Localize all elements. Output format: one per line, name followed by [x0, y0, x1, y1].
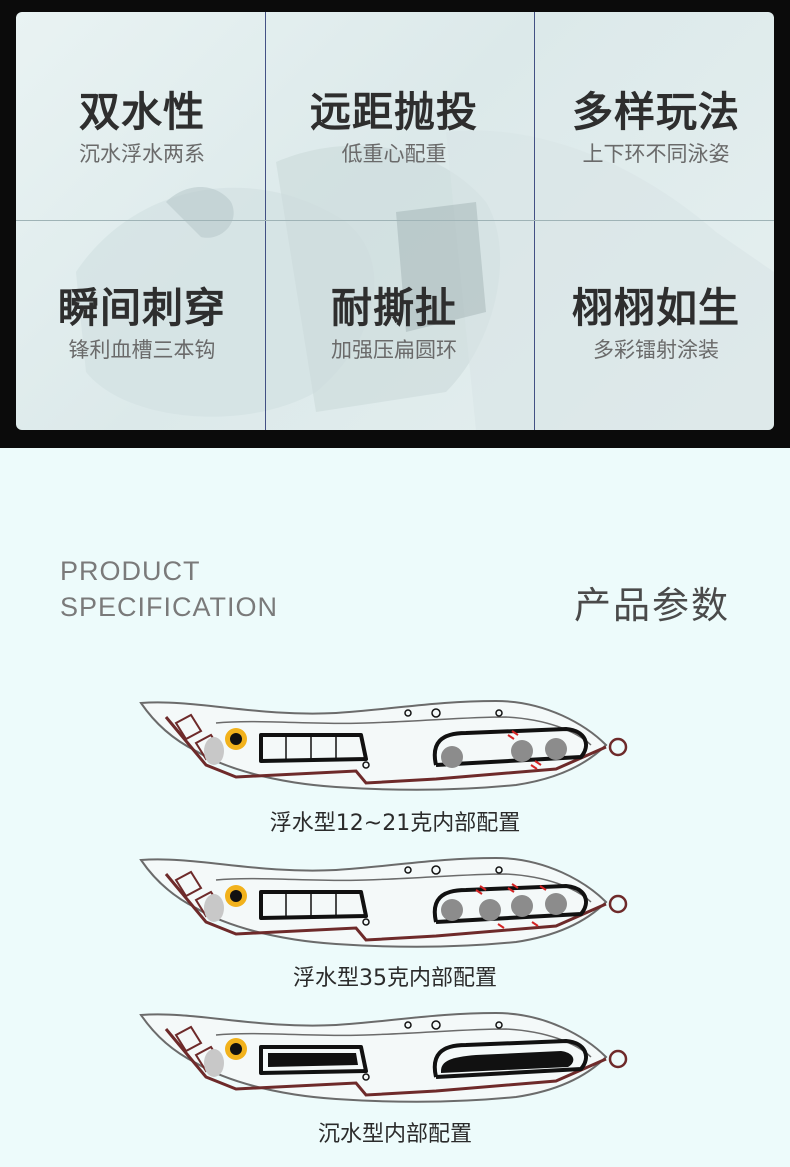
feature-cell: 耐撕扯 加强压扁圆环	[268, 284, 520, 364]
feature-title: 双水性	[79, 88, 205, 136]
grid-divider	[265, 12, 266, 430]
feature-cell: 多样玩法 上下环不同泳姿	[530, 88, 774, 168]
feature-card: 双水性 沉水浮水两系 远距抛投 低重心配重 多样玩法 上下环不同泳姿 瞬间刺穿 …	[16, 12, 774, 430]
feature-title: 耐撕扯	[331, 284, 457, 332]
feature-cell: 栩栩如生 多彩镭射涂装	[530, 284, 774, 364]
feature-cell: 瞬间刺穿 锋利血槽三本钩	[16, 284, 268, 364]
lure-caption: 沉水型内部配置	[317, 1122, 472, 1147]
feature-subtitle: 加强压扁圆环	[331, 338, 457, 362]
lure-caption: 浮水型35克内部配置	[293, 966, 497, 991]
spec-heading-en-line1: PRODUCT	[60, 556, 201, 586]
feature-subtitle: 锋利血槽三本钩	[68, 338, 216, 362]
feature-title: 栩栩如生	[572, 284, 740, 332]
spec-heading-en: PRODUCT SPECIFICATION	[60, 553, 278, 625]
lure-diagram-floating-large	[139, 856, 628, 948]
feature-title: 远距抛投	[310, 88, 478, 136]
feature-subtitle: 多彩镭射涂装	[593, 338, 719, 362]
feature-cell: 远距抛投 低重心配重	[268, 88, 520, 168]
grid-divider	[16, 220, 774, 221]
spec-heading-en-line2: SPECIFICATION	[60, 592, 279, 622]
feature-cell: 双水性 沉水浮水两系	[16, 88, 268, 168]
grid-divider	[534, 12, 535, 430]
feature-subtitle: 低重心配重	[341, 142, 447, 166]
lure-caption: 浮水型12~21克内部配置	[269, 811, 521, 836]
feature-subtitle: 沉水浮水两系	[79, 142, 205, 166]
spec-heading-cn: 产品参数	[574, 584, 730, 627]
lure-diagram-floating-small	[139, 699, 628, 791]
feature-subtitle: 上下环不同泳姿	[582, 142, 730, 166]
feature-title: 瞬间刺穿	[58, 284, 226, 332]
background-photo	[76, 130, 774, 430]
lure-diagram-sinking	[139, 1011, 628, 1103]
feature-title: 多样玩法	[572, 88, 740, 136]
